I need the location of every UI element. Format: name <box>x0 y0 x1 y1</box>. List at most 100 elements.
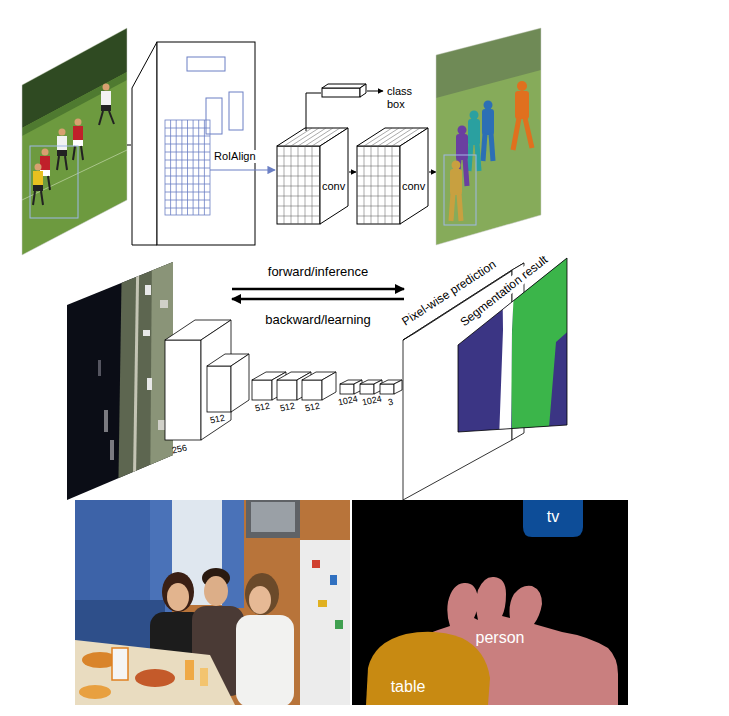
mask-output-photo <box>444 155 476 225</box>
conv-feature-box <box>357 146 400 224</box>
soccer-photo <box>41 191 43 205</box>
soccer-photo <box>22 28 127 128</box>
mask-output-photo <box>436 28 541 245</box>
dinner-photo <box>162 572 194 612</box>
roi-grid <box>165 160 210 161</box>
conv-feature-box <box>371 146 372 224</box>
soccer-photo <box>35 164 42 171</box>
feature-map-box <box>132 42 255 245</box>
dinner-photo <box>75 500 350 707</box>
dinner-photo <box>246 500 300 538</box>
direction-label: forward/inference <box>267 264 369 280</box>
conv-feature-box <box>385 128 413 146</box>
dinner-photo <box>167 583 189 611</box>
soccer-photo <box>33 191 35 205</box>
dinner-photo <box>335 620 343 629</box>
roi-grid <box>165 152 210 153</box>
output-label: class box <box>386 85 413 111</box>
mask-output-photo <box>450 161 462 222</box>
conv-feature-box <box>298 128 326 146</box>
network-layer-block <box>380 384 394 394</box>
satellite-photo <box>147 378 152 390</box>
region-proposals <box>229 92 243 130</box>
dinner-photo <box>200 668 208 686</box>
conv-feature-box <box>291 128 319 146</box>
conv-feature-box <box>357 156 400 157</box>
roi-grid <box>181 120 182 215</box>
conv-feature-box <box>305 146 306 224</box>
conv-feature-box <box>277 176 320 177</box>
mask-output-photo <box>484 101 493 110</box>
operation-label: conv <box>401 180 426 193</box>
roi-grid <box>165 184 210 185</box>
network-layer-block <box>360 384 374 394</box>
soccer-photo <box>57 129 67 171</box>
soccer-photo <box>20 20 130 260</box>
conv-feature-box <box>357 166 400 167</box>
tv-region-fill <box>523 500 583 537</box>
dinner-photo <box>236 615 294 705</box>
roi-grid <box>165 120 210 215</box>
mask-output-photo <box>483 133 485 161</box>
roi-grid <box>204 120 205 215</box>
channel-count: 1024 <box>360 393 384 408</box>
satellite-photo <box>145 285 151 295</box>
mask-output-photo <box>430 20 550 260</box>
network-layer-block <box>252 380 272 400</box>
region-label: tv <box>547 508 559 526</box>
class-box-vector <box>322 88 360 97</box>
output-arrow <box>367 91 383 92</box>
roi-grid <box>187 120 188 215</box>
conv-feature-box <box>378 128 406 146</box>
conv-feature-box <box>312 146 313 224</box>
network-layer-block <box>322 372 336 400</box>
roi-grid <box>198 120 199 215</box>
conv-feature-box <box>357 196 400 197</box>
conv-feature-box <box>357 206 400 207</box>
mask-output-photo <box>451 193 453 221</box>
mask-output-photo <box>469 143 471 171</box>
roi-grid <box>176 120 177 215</box>
soccer-photo <box>20 20 130 260</box>
conv-feature-box <box>357 216 400 217</box>
conv-feature-box <box>320 128 348 224</box>
conv-feature-box <box>364 128 392 146</box>
mask-output-photo <box>465 158 467 186</box>
conv-feature-box <box>277 156 320 157</box>
conv-arrow <box>349 172 356 173</box>
conv-feature-box <box>378 146 379 224</box>
table-region-fill <box>366 632 490 705</box>
conv-feature-box <box>298 146 299 224</box>
mask-output-photo <box>517 81 527 91</box>
forward-arrow <box>232 288 404 291</box>
dinner-photo <box>79 685 111 699</box>
conv-feature-box <box>277 196 320 197</box>
mask-output-photo <box>458 126 467 135</box>
network-layer-block <box>277 380 297 400</box>
dinner-photo <box>300 540 350 705</box>
soccer-photo <box>101 91 111 105</box>
conv-feature-box <box>357 128 428 224</box>
conv-feature-box <box>312 128 340 146</box>
soccer-photo <box>75 119 82 126</box>
layer-label: Pixel-wise prediction <box>398 257 499 330</box>
channel-count: 512 <box>303 400 322 414</box>
dinner-photo <box>249 586 271 614</box>
network-layer-block <box>207 366 231 412</box>
region-label: table <box>391 678 426 696</box>
satellite-photo <box>134 250 138 510</box>
satellite-photo <box>104 410 108 432</box>
roi-grid <box>165 120 210 215</box>
tv-region: tv <box>523 500 583 537</box>
soccer-photo <box>57 156 59 170</box>
network-layer-block <box>201 320 231 440</box>
conv-feature-box <box>284 128 312 146</box>
soccer-photo <box>42 149 49 156</box>
satellite-photo <box>98 360 101 376</box>
dinner-photo <box>245 573 279 615</box>
region-proposals <box>187 57 225 71</box>
soccer-photo <box>73 126 83 140</box>
class-box-vector <box>322 84 366 97</box>
